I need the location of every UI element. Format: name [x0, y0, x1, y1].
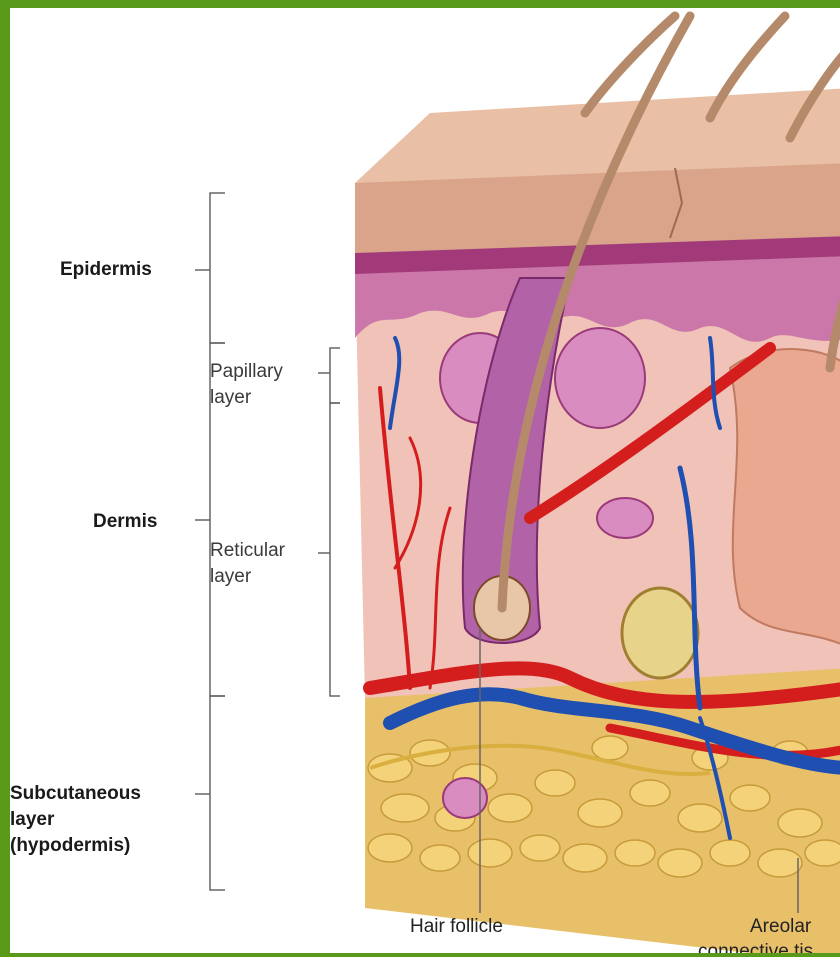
papillary-bracket: [330, 348, 340, 403]
label-papillary-line1: Papillary: [210, 361, 283, 383]
arrector-pili-structure: [730, 349, 840, 648]
epidermis-bracket: [210, 193, 225, 343]
label-reticular-line2: layer: [210, 566, 251, 588]
label-dermis: Dermis: [93, 511, 157, 533]
lamellar-corpuscle: [622, 588, 698, 678]
label-subcutaneous-line2: layer: [10, 809, 54, 831]
label-subcutaneous-line3: (hypodermis): [10, 835, 130, 857]
label-areolar-line1: Areolar: [750, 916, 811, 938]
label-subcutaneous-line1: Subcutaneous: [10, 783, 141, 805]
subcutaneous-bracket: [210, 696, 225, 890]
skin-cross-section-illustration: [10, 8, 840, 957]
label-areolar-line2: connective tis: [698, 941, 813, 957]
label-reticular-line1: Reticular: [210, 540, 285, 562]
label-epidermis: Epidermis: [60, 259, 152, 281]
label-papillary-line2: layer: [210, 387, 251, 409]
label-hair-follicle: Hair follicle: [410, 916, 503, 938]
reticular-bracket: [330, 403, 340, 696]
